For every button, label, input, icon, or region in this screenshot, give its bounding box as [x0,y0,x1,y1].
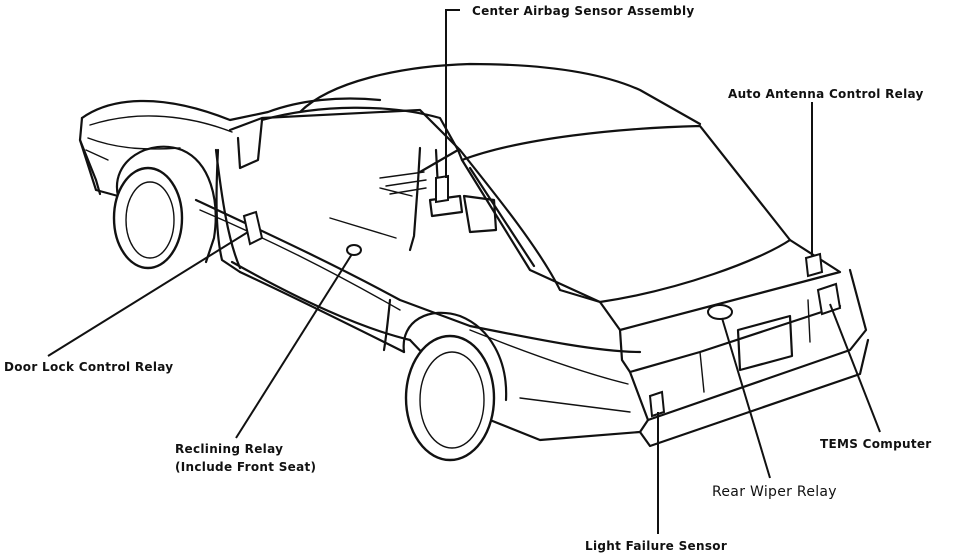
auto-antenna-label: Auto Antenna Control Relay [728,87,924,101]
door-lock-label: Door Lock Control Relay [4,360,173,374]
door-lock-relay-marker [242,210,264,246]
reclining-leader [235,253,353,439]
rear-wiper-leader [721,317,771,479]
rear-wiper-relay-marker [707,304,733,320]
rear-wiper-label: Rear Wiper Relay [712,484,837,500]
leader-lines [47,9,881,534]
reclining-relay-marker [346,244,362,256]
tems-label: TEMS Computer [820,437,932,451]
tems-leader [829,303,881,433]
door-lock-leader [47,231,249,357]
front-wheel [112,166,184,270]
tems-computer-marker [816,282,842,316]
center-airbag-leader [445,9,460,178]
rear-wheel [404,334,496,462]
light-failure-sensor-marker [648,390,666,418]
reclining-label-line1: Reclining Relay [175,442,283,456]
reclining-label-line2: (Include Front Seat) [175,460,316,474]
center-airbag-sensor-marker [435,174,449,204]
center-airbag-label: Center Airbag Sensor Assembly [472,4,694,18]
light-failure-label: Light Failure Sensor [585,539,727,553]
auto-antenna-relay-marker [804,252,824,278]
